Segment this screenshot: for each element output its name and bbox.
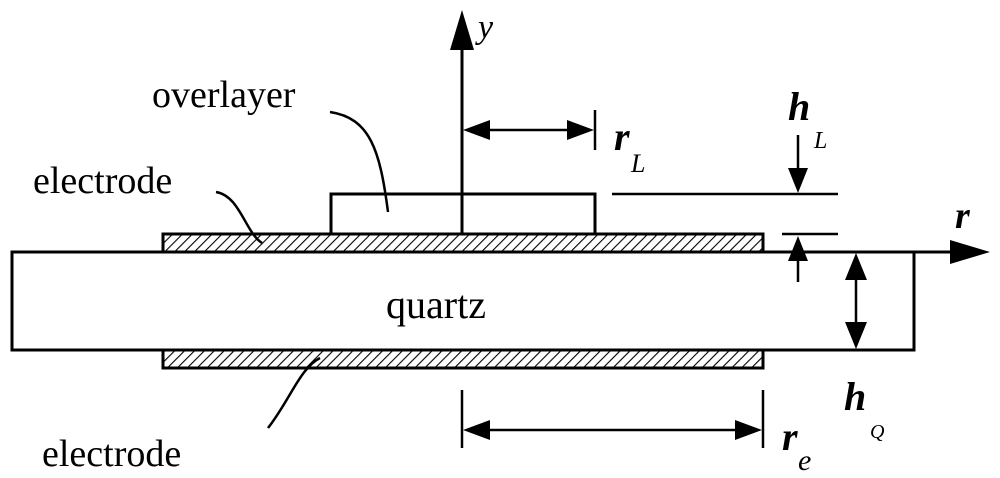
r-axis-arrowhead [950,240,990,264]
hL-subscript: L [813,128,827,154]
hQ-arrow-top-head [845,253,867,280]
electrode-bottom-leader-line [267,356,321,429]
bottom-electrode [161,348,765,370]
top-electrode [161,232,765,254]
rL-arrow-left-head [463,120,490,140]
electrode-top-leader-line [215,190,263,245]
r-axis-label: r [955,195,971,237]
y-axis-label: y [475,9,494,46]
hQ-subscript: Q [870,421,885,443]
rL-label: r [614,114,630,159]
quartz-label: quartz [386,282,486,327]
hL-label: h [788,84,810,129]
re-arrow-right-head [735,420,762,440]
rL-subscript: L [630,149,645,178]
hL-arrow-up-head [788,236,808,261]
overlayer-label: overlayer [152,74,296,116]
hQ-label: h [844,374,866,419]
quartz-substrate [10,250,916,352]
re-subscript: e [798,444,811,477]
re-arrow-left-head [463,420,490,440]
hQ-arrow-bottom-head [845,322,867,349]
y-axis-arrowhead [450,10,474,50]
overlayer-leader-line [329,110,390,213]
electrode-top-label: electrode [33,160,172,202]
re-label: r [782,414,798,459]
electrode-bottom-label: electrode [42,433,181,475]
rL-arrow-right-head [567,120,594,140]
hL-arrow-down-head [788,168,808,193]
